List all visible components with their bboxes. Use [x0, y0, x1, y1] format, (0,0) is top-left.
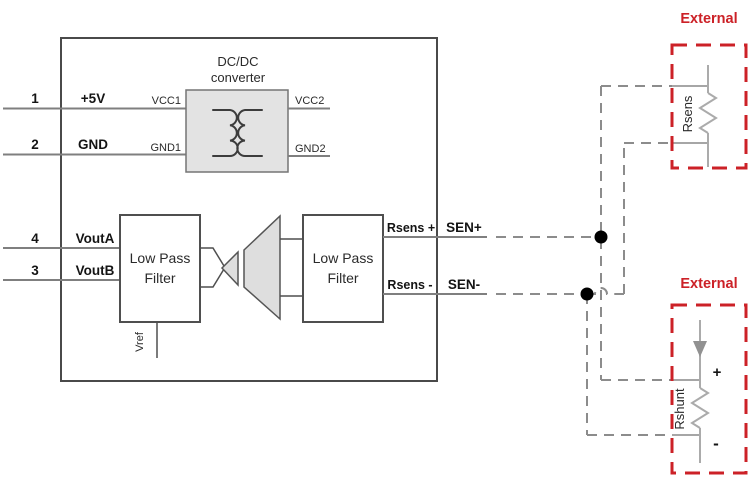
- vcc1-label: VCC1: [152, 95, 181, 107]
- sen-minus-label: SEN-: [448, 277, 480, 292]
- lpf-right-label-line2: Filter: [327, 270, 358, 286]
- rshunt-resistor-label: Rshunt: [672, 388, 687, 430]
- main-device-box: [60, 37, 438, 382]
- lpf-left-label-line1: Low Pass: [130, 250, 191, 266]
- rshunt-plus-terminal-label: +: [713, 364, 722, 381]
- lpf-right-label-line1: Low Pass: [313, 250, 374, 266]
- external-top-dashed-box: [670, 43, 748, 170]
- gnd2-label: GND2: [295, 143, 326, 155]
- external-top-title: External: [680, 11, 737, 27]
- sen-minus-branch-dashed-wires: [586, 142, 672, 436]
- dcdc-title-line1: DC/DC: [217, 54, 258, 69]
- rshunt-minus-terminal-label: -: [713, 434, 719, 453]
- vcc2-label: VCC2: [295, 95, 324, 107]
- lpf-left-label-line2: Filter: [144, 270, 175, 286]
- rsens-resistor-label: Rsens: [680, 95, 695, 132]
- pin-label-voutb: VoutB: [76, 263, 115, 278]
- external-solid-connection-wires: [672, 85, 708, 436]
- amp-output-wires: [280, 238, 303, 297]
- amp-trapezoid-icon: [243, 214, 281, 321]
- pin-number-3: 3: [31, 263, 39, 278]
- pin-number-1: 1: [31, 91, 39, 106]
- external-bottom-dashed-box: [670, 303, 748, 475]
- pin-label-gnd: GND: [78, 137, 108, 152]
- pin-wires: [3, 107, 186, 281]
- pin-label-vouta: VoutA: [76, 231, 115, 246]
- vref-label: Vref: [134, 331, 146, 352]
- low-pass-filter-left-block: [119, 214, 201, 323]
- sen-plus-branch-dashed-wires: [600, 85, 672, 381]
- sen-plus-label: SEN+: [446, 220, 482, 235]
- gnd1-label: GND1: [150, 142, 181, 154]
- sen-minus-junction-dot: [580, 287, 594, 301]
- transformer-secondary-coil-icon: [236, 109, 263, 157]
- amp-input-wires: [200, 247, 225, 288]
- current-direction-arrow-icon: [693, 341, 707, 357]
- dcdc-title-line2: converter: [211, 70, 266, 85]
- sen-plus-junction-dot: [594, 230, 608, 244]
- pin-number-4: 4: [31, 231, 39, 246]
- external-bottom-title: External: [680, 276, 737, 292]
- rsens-plus-label: Rsens +: [387, 221, 435, 235]
- vcc2-gnd2-wires: [288, 107, 330, 157]
- rsens-minus-label: Rsens -: [387, 278, 432, 292]
- pin-label-5v: +5V: [81, 91, 105, 106]
- pin-number-2: 2: [31, 137, 39, 152]
- sen-solid-wires: [383, 236, 487, 295]
- amp-small-triangle-icon: [220, 250, 239, 287]
- low-pass-filter-right-block: [302, 214, 384, 323]
- rsens-resistor-icon: [698, 65, 718, 167]
